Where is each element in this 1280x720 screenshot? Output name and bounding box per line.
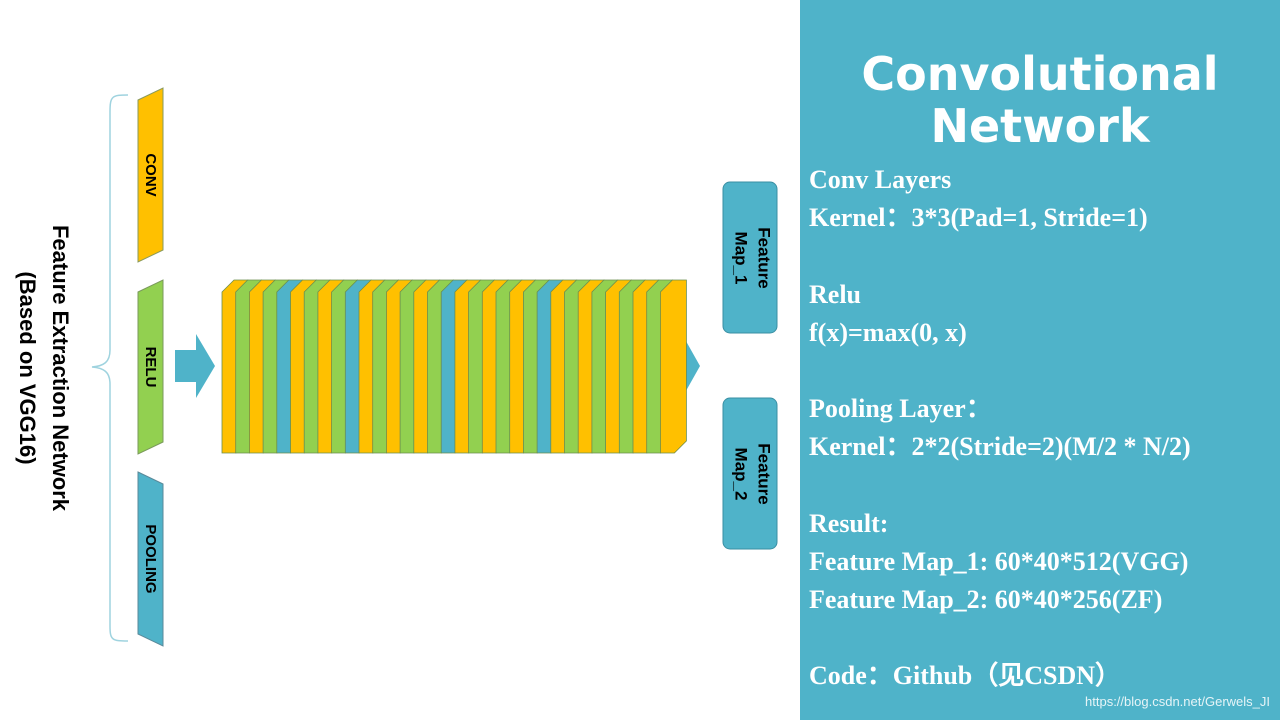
feature-map-1-line2: Map_1 (732, 232, 751, 285)
feature-map-1: Feature Map_1 (722, 181, 778, 334)
feature-map-2-line2: Map_2 (732, 448, 751, 501)
legend-pooling-shape (137, 471, 164, 647)
feature-map-1-line1: Feature (755, 227, 774, 288)
panel-line: Kernel：2*2(Stride=2)(M/2 * N/2) (809, 432, 1191, 462)
input-arrow (175, 334, 215, 398)
legend-conv-label: CONV (142, 153, 159, 196)
side-title-line2: (Based on VGG16) (15, 271, 40, 464)
legend-conv: CONV (137, 87, 164, 263)
feature-map-2-box (722, 397, 778, 550)
panel-line (809, 237, 1279, 275)
feature-map-2-line1: Feature (755, 443, 774, 504)
panel-title: Convolutional Network (800, 48, 1280, 152)
feature-map-1-box (722, 181, 778, 334)
info-panel: Convolutional Network Conv Layers Kernel… (800, 0, 1280, 720)
panel-line: Relu (809, 279, 861, 309)
vgg16-layer-stack (221, 279, 687, 454)
panel-line (809, 352, 1279, 390)
legend-conv-shape (137, 87, 164, 263)
legend-pooling-label: POOLING (142, 524, 159, 593)
legend-relu-label: RELU (142, 347, 159, 388)
panel-line: Kernel：3*3(Pad=1, Stride=1) (809, 203, 1148, 233)
panel-line: Pooling Layer： (809, 394, 992, 424)
panel-text-lines: Conv Layers Kernel：3*3(Pad=1, Stride=1) … (809, 161, 1279, 696)
panel-line (809, 467, 1279, 505)
legend-relu-shape (137, 279, 164, 455)
panel-line: Feature Map_2: 60*40*256(ZF) (809, 585, 1163, 615)
panel-line: Result: (809, 508, 889, 538)
feature-extraction-diagram: Feature Extraction Network (Based on VGG… (15, 87, 778, 647)
panel-line: Conv Layers (809, 165, 952, 194)
side-title-line1: Feature Extraction Network (48, 225, 73, 512)
panel-line: Feature Map_1: 60*40*512(VGG) (809, 546, 1189, 576)
legend-relu: RELU (137, 279, 164, 455)
panel-line: Code：Github（见CSDN） (809, 661, 1122, 691)
layer-slice-conv (660, 279, 687, 454)
panel-title-line2: Network (930, 99, 1150, 153)
panel-line (809, 619, 1279, 657)
legend-brace (91, 94, 129, 642)
panel-line: f(x)=max(0, x) (809, 317, 967, 347)
feature-map-2: Feature Map_2 (722, 397, 778, 550)
watermark-url: https://blog.csdn.net/Gerwels_JI (1085, 694, 1270, 709)
panel-title-line1: Convolutional (861, 47, 1219, 101)
legend-pooling: POOLING (137, 471, 164, 647)
